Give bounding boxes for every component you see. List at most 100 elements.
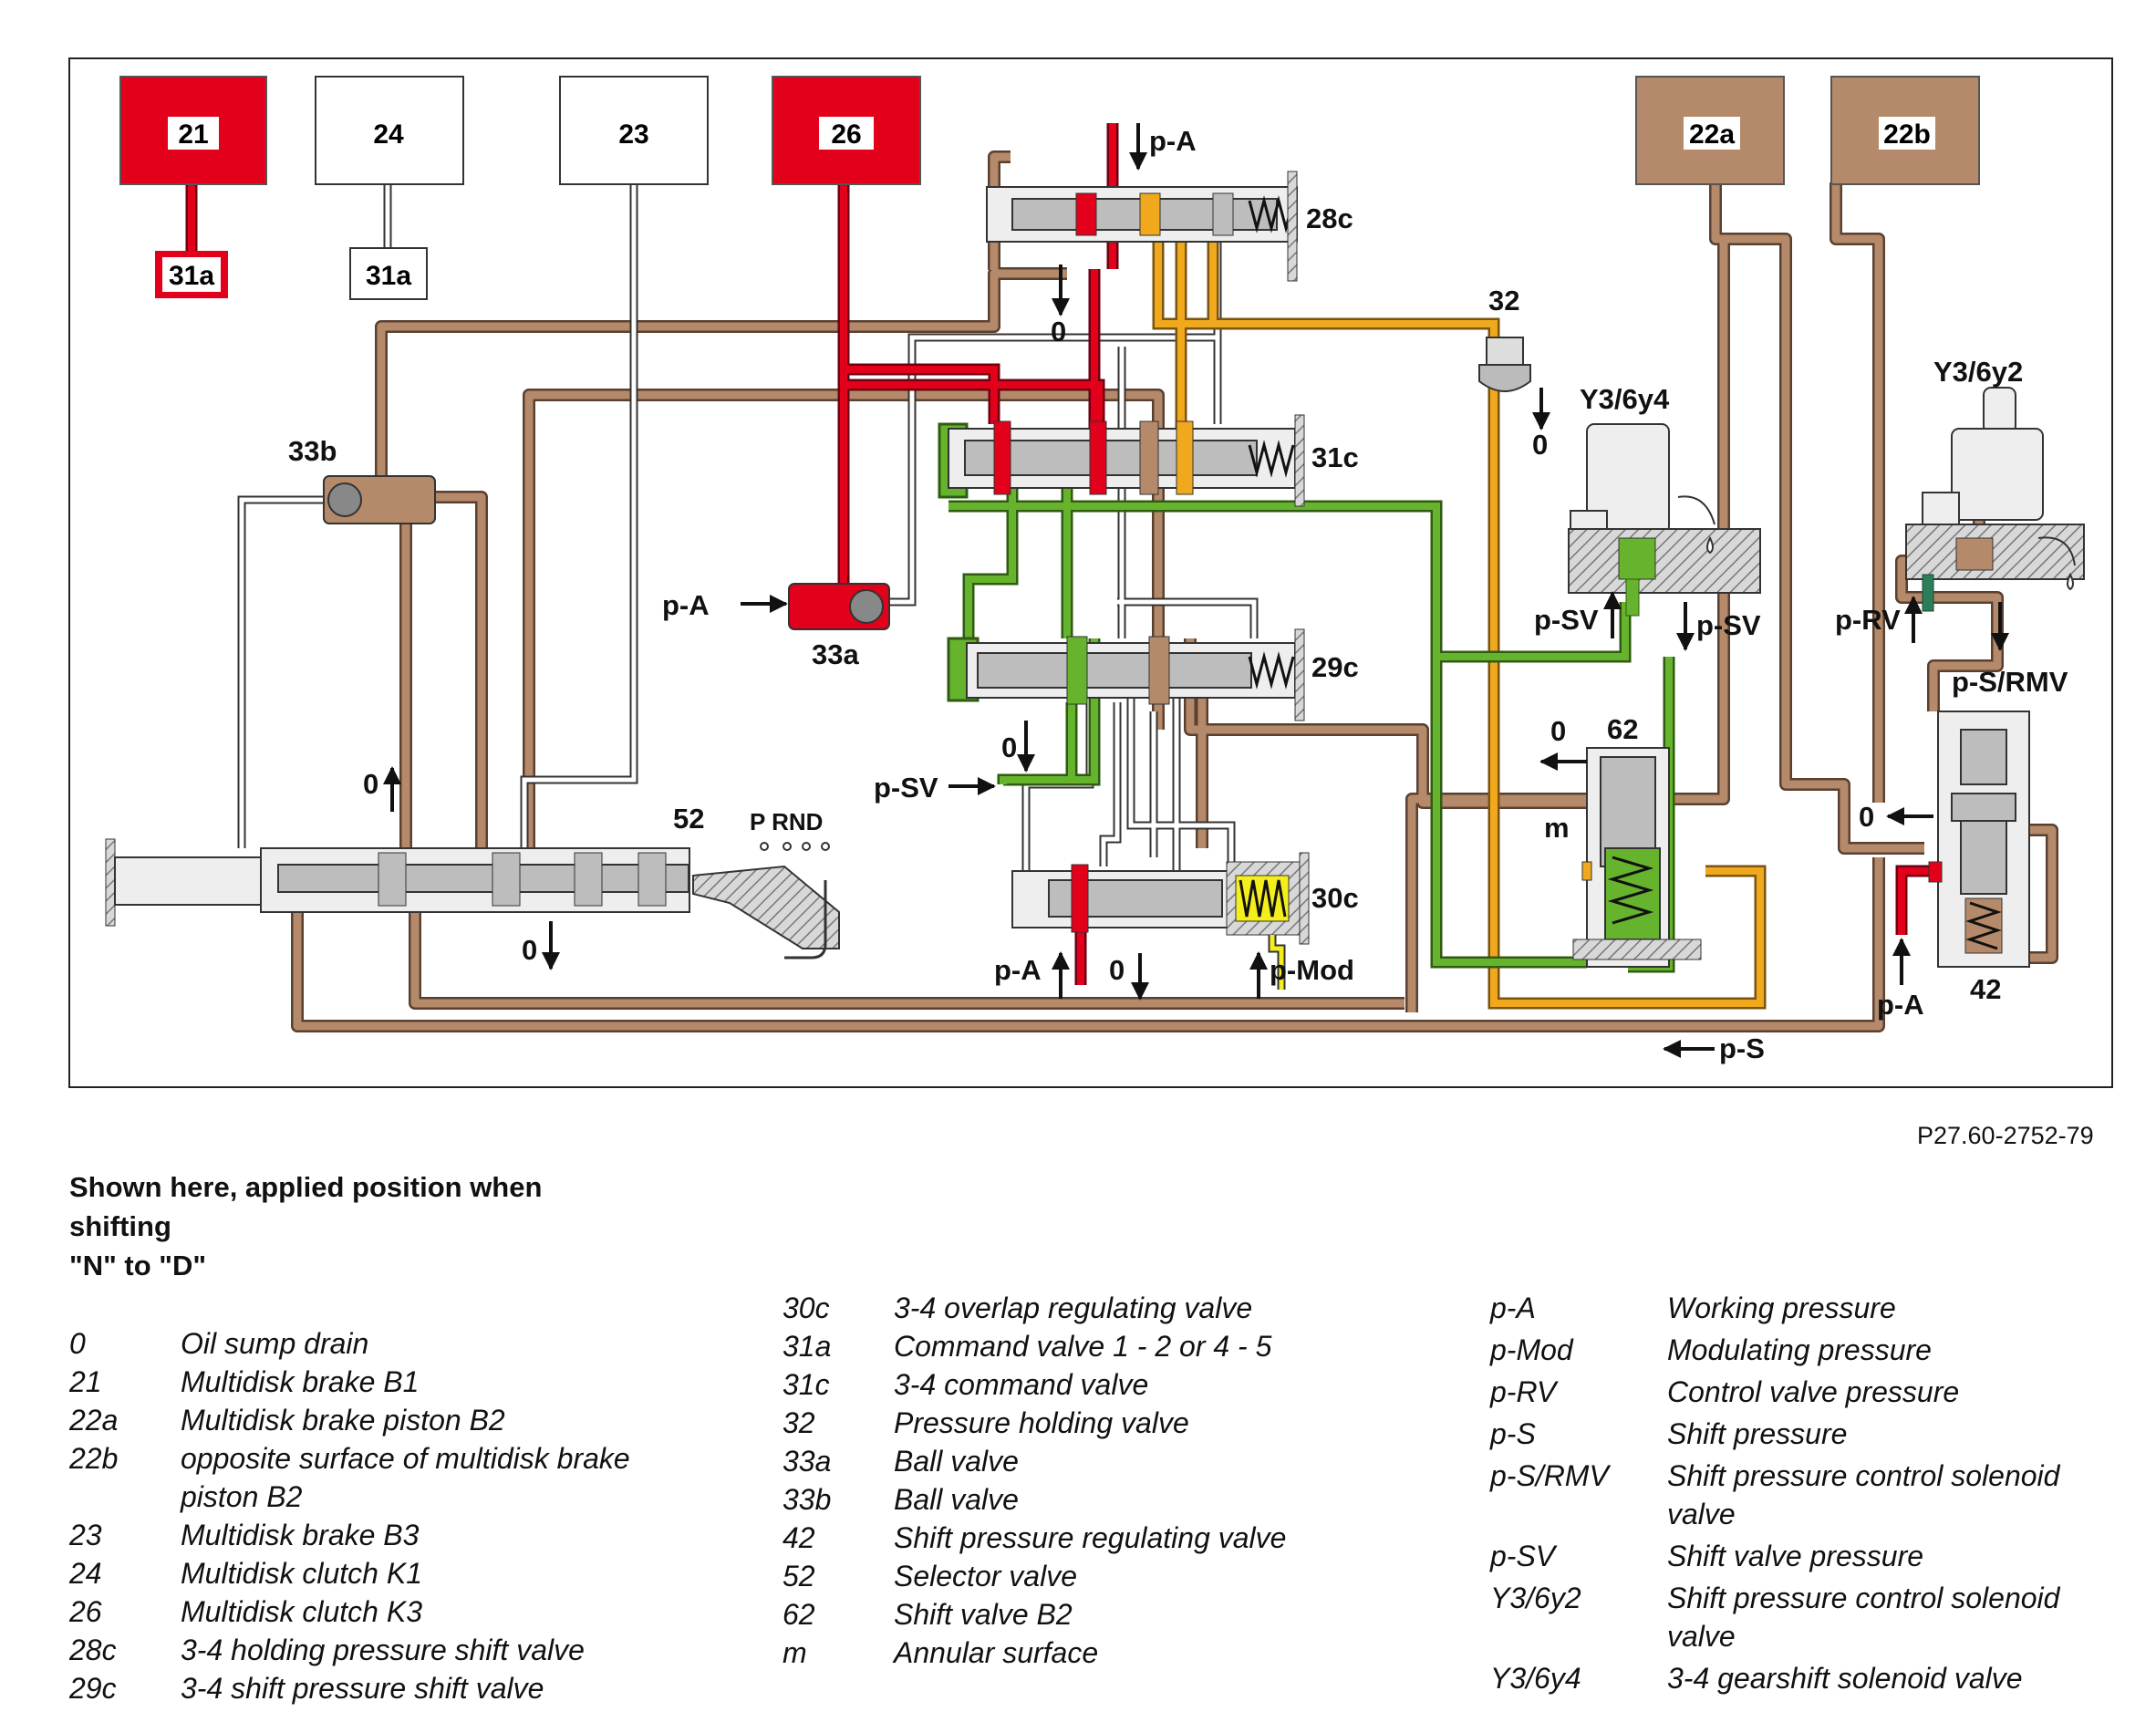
label-zero-30c: 0: [1109, 954, 1125, 986]
svg-text:26: 26: [831, 119, 861, 150]
legend-text: Modulating pressure: [1667, 1333, 1932, 1366]
legend-text: Shift pressure regulating valve: [894, 1521, 1287, 1554]
legend-text: Multidisk clutch K1: [181, 1557, 422, 1590]
label-zero-32: 0: [1532, 429, 1548, 461]
diagram-labels: p-A 28c 31c 29c 30c 33a 33b 32 52 62 42 …: [288, 125, 2068, 1064]
label-29c: 29c: [1311, 651, 1359, 683]
label-33a: 33a: [812, 638, 859, 670]
svg-text:24: 24: [373, 119, 404, 150]
label-52: 52: [673, 803, 704, 835]
legend-key: 33b: [783, 1483, 832, 1516]
valve-33a: [788, 583, 890, 630]
legend-text: Multidisk brake B1: [181, 1365, 420, 1398]
legend-key: p-S: [1490, 1417, 1536, 1450]
label-zero-62: 0: [1550, 715, 1566, 747]
svg-text:23: 23: [618, 119, 648, 150]
legend-key: m: [783, 1636, 807, 1669]
legend-text: Shift valve pressure: [1667, 1540, 1924, 1572]
legend-key: 28c: [69, 1634, 117, 1666]
label-prnd: P RND: [750, 808, 823, 835]
legend-row: 52 Selector valve: [783, 1557, 1348, 1595]
label-zero-42: 0: [1859, 801, 1874, 833]
legend-key: 26: [69, 1595, 102, 1628]
legend-row: p-S Shift pressure: [1490, 1415, 2129, 1453]
legend-text: opposite surface of multidisk brake pist…: [181, 1442, 630, 1513]
legend-key: 32: [783, 1406, 815, 1439]
legend-key: Y3/6y4: [1490, 1662, 1581, 1695]
legend-key: 22b: [69, 1442, 119, 1475]
legend-text: 3-4 holding pressure shift valve: [181, 1634, 585, 1666]
legend-key: 21: [69, 1365, 102, 1398]
label-33b: 33b: [288, 435, 337, 467]
legend-text: Annular surface: [894, 1636, 1099, 1669]
label-y3-6y2: Y3/6y2: [1933, 356, 2023, 388]
label-32: 32: [1488, 285, 1519, 316]
legend-row: 22b opposite surface of multidisk brake p…: [69, 1439, 689, 1516]
label-31c: 31c: [1311, 441, 1359, 473]
label-pSV-29c: p-SV: [874, 772, 938, 804]
label-zero-28c: 0: [1051, 316, 1066, 348]
valve-52: [105, 838, 840, 960]
caption-line: shifting: [69, 1210, 171, 1242]
valve-31c: [948, 414, 1305, 507]
legend-key: p-RV: [1490, 1375, 1557, 1408]
svg-text:21: 21: [178, 119, 208, 150]
legend-text: Selector valve: [894, 1560, 1077, 1592]
legend-text: Shift valve B2: [894, 1598, 1073, 1631]
legend-text: Command valve 1 - 2 or 4 - 5: [894, 1330, 1272, 1363]
label-zero-52-down: 0: [522, 934, 537, 966]
legend-text: Shift pressure: [1667, 1417, 1848, 1450]
label-m: m: [1544, 812, 1570, 844]
legend-key: p-SV: [1490, 1540, 1556, 1572]
legend-row: m Annular surface: [783, 1634, 1348, 1672]
legend-key: 52: [783, 1560, 815, 1592]
legend-row: p-SV Shift valve pressure: [1490, 1537, 2129, 1575]
legend-text: Ball valve: [894, 1483, 1019, 1516]
legend-key: 22a: [69, 1404, 119, 1437]
legend-row: p-Mod Modulating pressure: [1490, 1331, 2129, 1369]
box-26: 26: [772, 76, 921, 185]
legend-key: p-Mod: [1490, 1333, 1573, 1366]
label-pSV-up: p-SV: [1534, 604, 1599, 636]
flow-arrows: [383, 123, 2009, 1058]
svg-text:22a: 22a: [1689, 119, 1735, 150]
svg-text:31a: 31a: [366, 261, 411, 291]
legend-text: Multidisk brake B3: [181, 1519, 420, 1551]
label-pS-bottom: p-S: [1719, 1032, 1765, 1064]
valve-33b: [323, 475, 436, 524]
valve-42: [1928, 711, 2030, 968]
label-zero-52-up: 0: [363, 768, 378, 800]
legend-text: 3-4 command valve: [894, 1368, 1149, 1401]
valve-32: [1478, 337, 1531, 392]
legend-text: Control valve pressure: [1667, 1375, 1960, 1408]
legend-text: Pressure holding valve: [894, 1406, 1189, 1439]
box-22b: 22b: [1830, 76, 1980, 185]
legend-text: 3-4 gearshift solenoid valve: [1667, 1662, 2023, 1695]
legend-text: Oil sump drain: [181, 1327, 369, 1360]
box-23: 23: [559, 76, 709, 185]
valve-29c: [966, 628, 1305, 721]
legend-key: 31a: [783, 1330, 832, 1363]
label-pRV: p-RV: [1835, 604, 1901, 636]
box-22a: 22a: [1635, 76, 1785, 185]
label-pMod: p-Mod: [1270, 954, 1354, 986]
legend-row: 32 Pressure holding valve: [783, 1404, 1348, 1442]
legend-key: 0: [69, 1327, 86, 1360]
svg-text:22b: 22b: [1883, 119, 1931, 150]
box-21: 21: [119, 76, 267, 185]
legend-row: p-RV Control valve pressure: [1490, 1373, 2129, 1411]
figure-reference: P27.60-2752-79: [1917, 1122, 2094, 1149]
